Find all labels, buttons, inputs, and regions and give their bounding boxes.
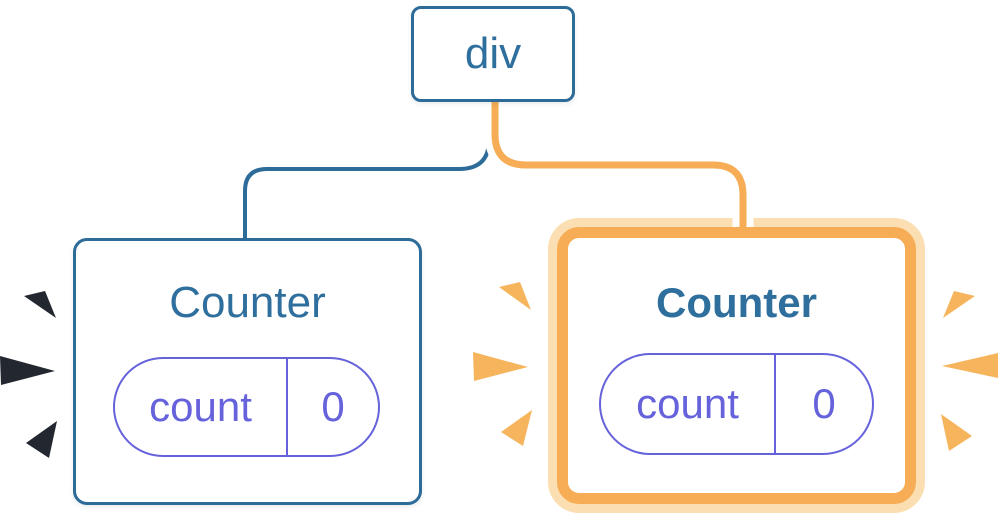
state-key-label: count [149, 383, 252, 430]
spark-icon [942, 353, 998, 378]
pill-divider [774, 355, 776, 453]
right-connector-line [491, 101, 747, 220]
left-sparks [0, 291, 57, 458]
counter-card-left: Counter count 0 [73, 238, 422, 505]
spark-icon [0, 356, 55, 385]
spark-icon [941, 414, 972, 451]
spark-icon [943, 291, 975, 318]
counter-title: Counter [169, 278, 326, 327]
middle-sparks [473, 282, 532, 446]
state-value: 0 [321, 383, 345, 430]
spark-icon [499, 282, 531, 310]
root-node: div [411, 6, 575, 102]
state-value: 0 [812, 380, 836, 427]
pill-divider [286, 359, 288, 455]
state-pill: count 0 [599, 353, 874, 455]
state-key-label: count [636, 380, 739, 427]
state-pill: count 0 [113, 357, 380, 457]
right-connector-casing [484, 101, 754, 220]
spark-icon [26, 421, 57, 458]
left-connector-line [243, 101, 491, 240]
spark-icon [473, 352, 528, 381]
counter-title: Counter [656, 279, 817, 326]
root-node-label: div [464, 29, 522, 78]
spark-icon [24, 291, 56, 318]
right-sparks [941, 291, 998, 451]
spark-icon [501, 410, 532, 446]
counter-card-right-highlighted: Counter count 0 [557, 227, 916, 504]
